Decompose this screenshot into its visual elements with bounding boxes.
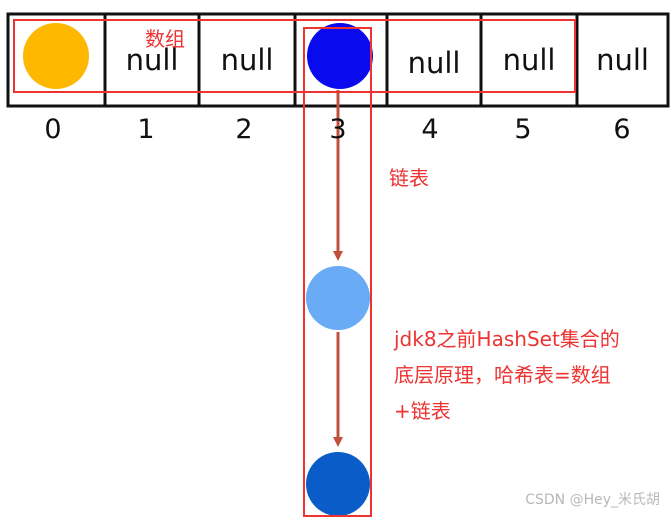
cell-null-text: null — [596, 43, 649, 77]
linked-list-highlight-box — [303, 27, 372, 517]
index-label: 3 — [329, 114, 347, 145]
index-label: 4 — [421, 114, 439, 145]
index-label: 5 — [514, 114, 532, 145]
index-label: 6 — [613, 114, 631, 145]
cell-null-text: null — [407, 46, 461, 80]
note-line: jdk8之前HashSet集合的 — [394, 327, 620, 351]
array-dot-3 — [307, 23, 373, 89]
array-cell-2: null — [199, 14, 295, 106]
index-label: 2 — [235, 114, 253, 145]
array-cell-4: null — [387, 14, 481, 106]
array-cell-1: null — [105, 14, 199, 106]
cell-null-text: null — [125, 43, 179, 77]
linked-list-label: 链表 — [389, 166, 429, 190]
cell-null-text: null — [220, 43, 274, 77]
index-label: 1 — [137, 114, 155, 145]
array-label: 数组 — [145, 27, 185, 51]
list-node-1 — [306, 266, 370, 330]
note-line: 底层原理，哈希表=数组 — [394, 363, 611, 387]
explanation-note: jdk8之前HashSet集合的 底层原理，哈希表=数组 +链表 — [394, 321, 620, 429]
list-node-2 — [306, 452, 370, 516]
array-highlight-box — [13, 19, 576, 93]
watermark: CSDN @Hey_米氏胡 — [525, 492, 660, 508]
cell-null-text: null — [502, 43, 556, 77]
array-cell-6: null — [577, 14, 668, 106]
array-cell-5: null — [481, 14, 577, 106]
note-line: +链表 — [394, 399, 451, 423]
array-dot-0 — [23, 23, 89, 89]
index-label: 0 — [44, 114, 62, 145]
